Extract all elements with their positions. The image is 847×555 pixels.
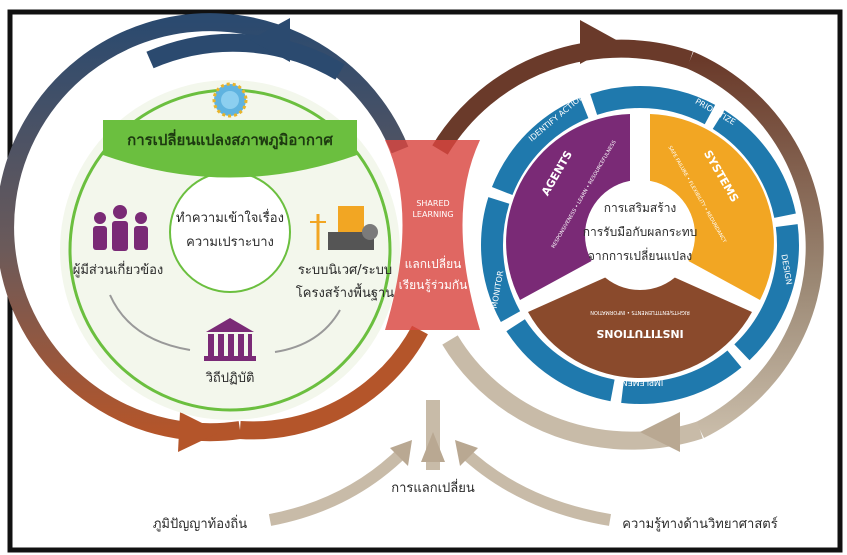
institutions-label: วิถีปฏิบัติ [205, 370, 255, 386]
left-center-line2: ความเปราะบาง [186, 235, 274, 250]
right-cycle: การเสริมสร้าง การรับมือกับผลกระทบ จากการ… [432, 20, 824, 452]
left-cycle: การเปลี่ยนแปลงสภาพภูมิอากาศ ทำความเข้าใจ… [0, 13, 428, 452]
stakeholders-label: ผู้มีส่วนเกี่ยวข้อง [73, 261, 164, 278]
shared-learning-hourglass: SHARED LEARNING แลกเปลี่ยน เรียนรู้ร่วมก… [385, 140, 480, 330]
right-flow-arrowhead [455, 440, 478, 466]
exchange-label: การแลกเปลี่ยน [391, 479, 475, 496]
institutions-wedge-label: INSTITUTIONS [596, 327, 683, 340]
shared-line1: SHARED [416, 199, 449, 208]
center-up-arrowhead [421, 432, 445, 462]
ring-implement: IMPLEMENT [617, 378, 664, 387]
left-outer-arc [0, 13, 409, 442]
science-label: ความรู้ทางด้านวิทยาศาสตร์ [622, 516, 777, 532]
climate-banner-text: การเปลี่ยนแปลงสภาพภูมิอากาศ [127, 129, 333, 150]
infra-line2: โครงสร้างพื้นฐาน [296, 283, 395, 301]
shared-line2: LEARNING [412, 210, 453, 219]
globe-icon [212, 82, 248, 118]
hourglass-shape [385, 140, 480, 330]
left-bottom-arc-right [239, 325, 428, 440]
institutions-sublabel: RIGHTS/ENTITLEMENTS • INFORMATION [590, 309, 690, 315]
right-center-line3: จากการเปลี่ยนแปลง [588, 247, 692, 263]
building-icon [204, 318, 256, 361]
right-center-line2: การรับมือกับผลกระทบ [583, 225, 698, 239]
right-center-circle [585, 180, 695, 290]
exchange-line2: เรียนรู้ร่วมกัน [399, 278, 468, 293]
exchange-line1: แลกเปลี่ยน [405, 255, 462, 271]
climate-banner [103, 120, 357, 178]
local-wisdom-label: ภูมิปัญญาท้องถิ่น [153, 515, 247, 532]
right-outer-arc [432, 39, 693, 155]
left-flow-arrow [268, 445, 410, 526]
infrastructure-icon [310, 206, 378, 250]
people-icon [93, 205, 148, 251]
left-inner-ring [169, 171, 291, 293]
bottom-flows: การแลกเปลี่ยน ภูมิปัญญาท้องถิ่น ความรู้ท… [153, 400, 778, 532]
left-bottom-arrowhead [178, 412, 220, 452]
left-top-arc [146, 33, 345, 80]
right-bottom-arrowhead [640, 412, 680, 452]
left-flow-arrowhead [390, 440, 412, 466]
left-center-line1: ทำความเข้าใจเรื่อง [176, 209, 284, 226]
right-main-arc [686, 51, 824, 439]
inner-arrow-right [274, 309, 341, 353]
right-top-arrowhead [580, 20, 620, 64]
right-flow-arrow [457, 445, 611, 526]
right-blue-ring [481, 86, 799, 404]
inner-arrow-left [109, 294, 191, 351]
left-top-arrowhead [250, 18, 290, 62]
institutions-wedge [528, 262, 752, 379]
right-center-line1: การเสริมสร้าง [604, 201, 677, 215]
infra-line1: ระบบนิเวศ/ระบบ [298, 263, 392, 278]
